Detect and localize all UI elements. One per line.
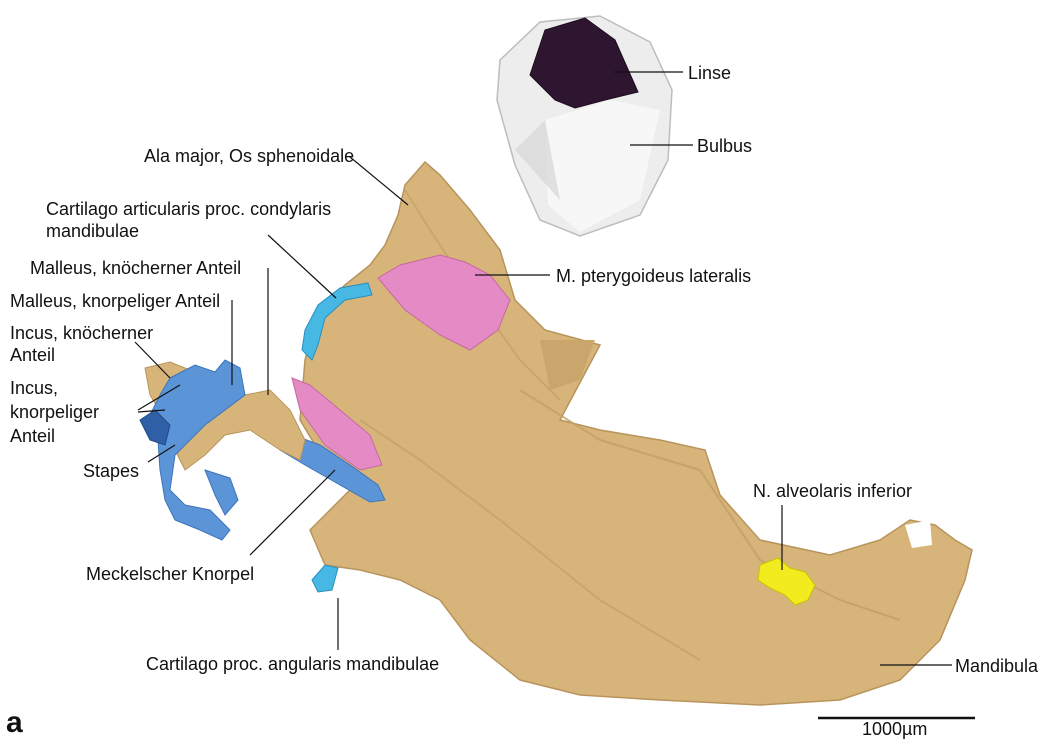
label-cartilago-angularis: Cartilago proc. angularis mandibulae	[146, 653, 439, 675]
label-malleus-knorpelig: Malleus, knorpeliger Anteil	[10, 290, 220, 312]
mandibula-shape	[300, 162, 972, 705]
label-meckel: Meckelscher Knorpel	[86, 563, 254, 585]
label-ala-major: Ala major, Os sphenoidale	[144, 145, 354, 167]
label-incus-knorpelig-line1: Incus,	[10, 377, 58, 399]
label-incus-knorpelig-line3: Anteil	[10, 425, 55, 447]
label-cartilago-articularis-line1: Cartilago articularis proc. condylaris	[46, 198, 331, 220]
label-linse: Linse	[688, 62, 731, 84]
label-bulbus: Bulbus	[697, 135, 752, 157]
label-cartilago-articularis-line2: mandibulae	[46, 220, 139, 242]
scale-bar-label: 1000µm	[862, 719, 927, 740]
label-mandibula: Mandibula	[955, 655, 1038, 677]
label-pterygoideus: M. pterygoideus lateralis	[556, 265, 751, 287]
panel-letter: a	[6, 706, 23, 740]
label-malleus-knoechern: Malleus, knöcherner Anteil	[30, 257, 241, 279]
cartilago-angularis-shape	[312, 565, 338, 592]
label-incus-knoechern-line1: Incus, knöcherner	[10, 322, 153, 344]
label-n-alveolaris: N. alveolaris inferior	[753, 480, 912, 502]
label-incus-knoechern-line2: Anteil	[10, 344, 55, 366]
label-stapes: Stapes	[83, 460, 139, 482]
label-incus-knorpelig-line2: knorpeliger	[10, 401, 99, 423]
